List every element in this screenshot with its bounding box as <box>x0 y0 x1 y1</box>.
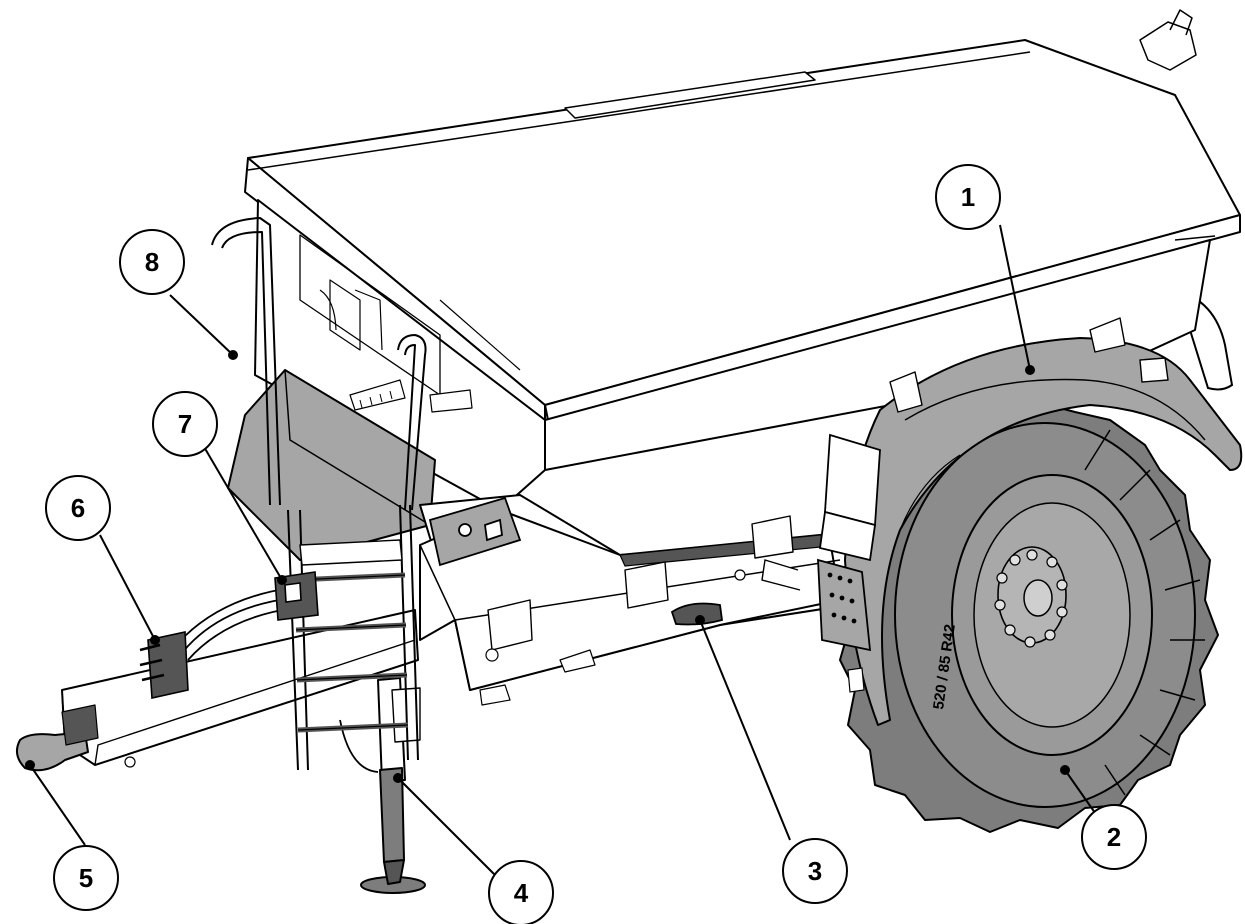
callout-8: 8 <box>119 229 185 295</box>
callout-3: 3 <box>782 838 848 904</box>
leader-lines <box>29 224 1101 881</box>
chassis-frame <box>419 494 881 706</box>
access-ladder <box>211 217 427 771</box>
ladder-lock <box>274 571 319 621</box>
hose-holder <box>139 631 189 699</box>
hopper-side <box>544 235 1216 471</box>
svg-text:1: 1 <box>961 182 975 212</box>
gray-bracket <box>428 496 522 567</box>
svg-text:8: 8 <box>145 247 159 277</box>
callout-1: 1 <box>935 164 1001 230</box>
svg-text:5: 5 <box>79 863 93 893</box>
svg-text:7: 7 <box>178 409 192 439</box>
svg-text:3: 3 <box>808 856 822 886</box>
hopper-lid <box>244 9 1241 421</box>
svg-text:2: 2 <box>1107 822 1121 852</box>
hopper-front-wall <box>254 199 546 511</box>
svg-text:6: 6 <box>71 493 85 523</box>
callout-7: 7 <box>152 391 218 457</box>
leader-endpoints <box>25 350 1070 783</box>
svg-text:4: 4 <box>514 878 529 908</box>
side-gearbox <box>670 602 723 626</box>
drawbar <box>15 609 419 772</box>
callout-5: 5 <box>53 845 119 911</box>
parking-jack <box>339 677 426 894</box>
lighting-panel <box>761 433 881 693</box>
callout-6: 6 <box>45 475 111 541</box>
callout-4: 4 <box>488 860 554 924</box>
callout-2: 2 <box>1081 804 1147 870</box>
